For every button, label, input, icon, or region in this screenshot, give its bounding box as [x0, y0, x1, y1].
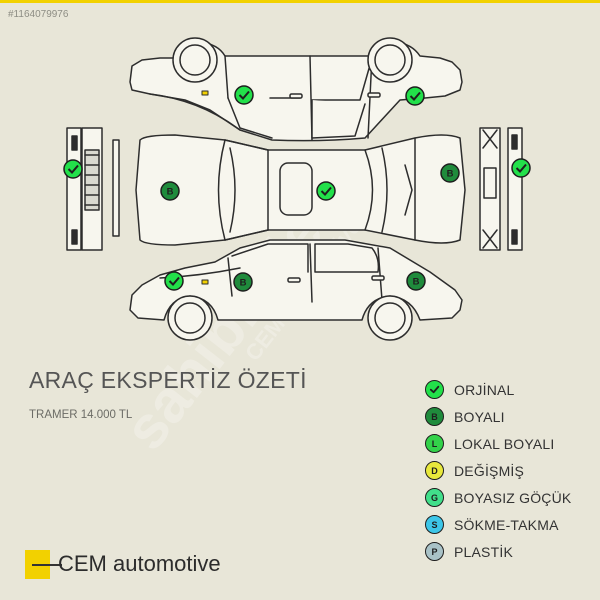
legend-item-sokme-takma: S SÖKME-TAKMA: [425, 511, 571, 538]
marker-bottom-front-fender: [164, 271, 184, 291]
marker-top-left-door: [234, 85, 254, 105]
legend-item-degismis: D DEĞİŞMİŞ: [425, 457, 571, 484]
legend-badge: B: [425, 407, 444, 426]
legend-badge: D: [425, 461, 444, 480]
legend-badge: P: [425, 542, 444, 561]
marker-hood-letter: B: [167, 187, 174, 198]
car-rear-view: [479, 127, 523, 251]
legend-label: BOYALI: [454, 408, 505, 425]
car-front-view: [66, 127, 120, 251]
car-side-view-top: [129, 37, 463, 142]
marker-rear-bumper: [511, 158, 531, 178]
marker-roof: [316, 181, 336, 201]
legend-label: PLASTİK: [454, 543, 513, 560]
legend-label: LOKAL BOYALI: [454, 435, 555, 452]
marker-trunk: B: [440, 163, 460, 183]
car-side-view-bottom: [129, 239, 463, 341]
legend-item-plastik: P PLASTİK: [425, 538, 571, 565]
brand-name: CEM automotive: [58, 551, 221, 576]
top-accent-bar: [0, 0, 600, 3]
legend-badge: G: [425, 488, 444, 507]
status-legend: ORJİNAL B BOYALI L LOKAL BOYALI D DEĞİŞM…: [425, 376, 571, 565]
marker-top-right-door: [405, 86, 425, 106]
legend-label: BOYASIZ GÖÇÜK: [454, 489, 572, 506]
legend-label: DEĞİŞMİŞ: [454, 462, 525, 479]
legend-badge: L: [425, 434, 444, 453]
marker-bottom-rear-fender-letter: B: [413, 277, 420, 288]
legend-item-boyasiz-gocuk: G BOYASIZ GÖÇÜK: [425, 484, 571, 511]
legend-badge: S: [425, 515, 444, 534]
legend-item-lokal-boyali: L LOKAL BOYALI: [425, 430, 571, 457]
marker-hood: B: [160, 181, 180, 201]
legend-label: ORJİNAL: [454, 381, 515, 398]
marker-bottom-front-door: B: [233, 272, 253, 292]
car-diagram: B B B B: [63, 37, 531, 341]
marker-bottom-front-door-letter: B: [240, 278, 247, 289]
legend-item-boyali: B BOYALI: [425, 403, 571, 430]
listing-id: #1164079976: [8, 9, 69, 20]
check-icon: [425, 380, 444, 399]
marker-bottom-rear-fender: B: [406, 271, 426, 291]
brand-logo-bar: [32, 564, 62, 566]
legend-label: SÖKME-TAKMA: [454, 516, 559, 533]
marker-trunk-letter: B: [447, 169, 454, 180]
marker-front-bumper: [63, 159, 83, 179]
tramer-amount: TRAMER 14.000 TL: [29, 409, 133, 421]
car-plan-view: [135, 134, 466, 246]
legend-item-orjinal: ORJİNAL: [425, 376, 571, 403]
summary-title: ARAÇ EKSPERTİZ ÖZETİ: [29, 367, 307, 393]
